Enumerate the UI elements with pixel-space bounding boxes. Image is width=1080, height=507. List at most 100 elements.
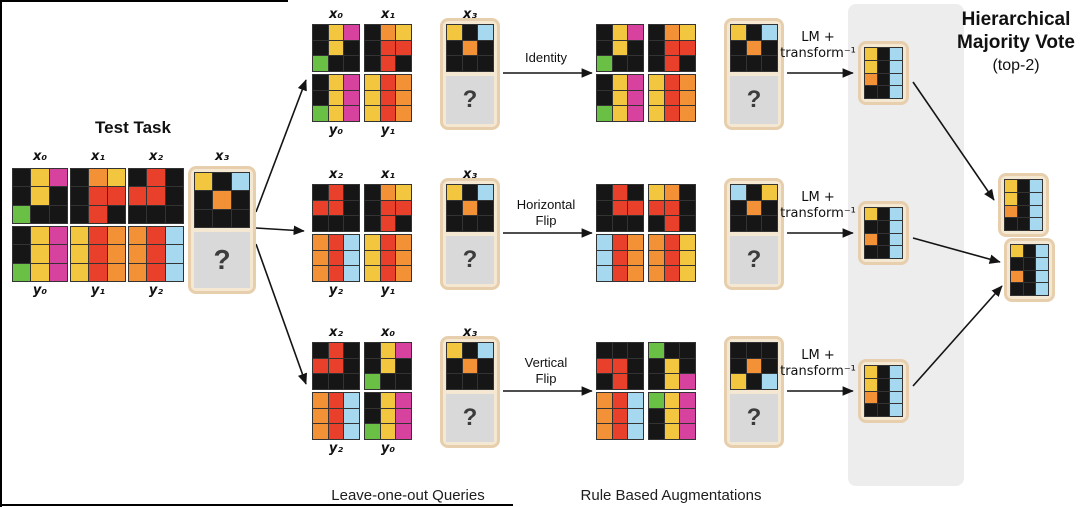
branch-arrow-2 bbox=[255, 225, 305, 236]
grid-cell bbox=[612, 374, 628, 389]
grid-cell bbox=[628, 343, 643, 358]
grid-cell bbox=[628, 56, 643, 71]
grid-cell bbox=[628, 358, 643, 374]
grid-cell bbox=[71, 187, 89, 205]
grid-cell bbox=[664, 25, 680, 40]
grid-cell bbox=[612, 358, 628, 374]
grid-cell bbox=[328, 106, 344, 121]
grid-cell bbox=[165, 169, 183, 187]
grid-cell bbox=[1030, 192, 1042, 205]
grid-cell bbox=[71, 227, 89, 245]
query-group-1: x₀ x₁ x₃ y₀ y₁ ? bbox=[312, 8, 502, 140]
grid-cell bbox=[365, 343, 380, 358]
grid-cell bbox=[129, 187, 147, 205]
grid-cell bbox=[1030, 180, 1042, 192]
grid-cell bbox=[890, 73, 902, 86]
transform-label-line: Horizontal bbox=[516, 197, 576, 212]
grid-cell bbox=[1011, 245, 1023, 257]
grid-cell bbox=[89, 205, 107, 223]
grid-cell bbox=[313, 40, 328, 56]
grid-cell bbox=[328, 408, 344, 424]
grid-cell bbox=[746, 40, 762, 56]
final-grid bbox=[1004, 179, 1043, 231]
input-grid bbox=[364, 184, 412, 232]
grid-cell bbox=[380, 56, 396, 71]
grid-cell bbox=[447, 358, 462, 374]
grid-cell bbox=[1011, 283, 1023, 295]
label-top-1: x₀ bbox=[380, 325, 396, 340]
lm-label-line: transform⁻¹ bbox=[780, 364, 856, 379]
grid-cell bbox=[649, 40, 664, 56]
grid-cell bbox=[313, 393, 328, 408]
grid-cell bbox=[628, 75, 643, 90]
grid-cell bbox=[597, 408, 612, 424]
input-grid bbox=[364, 342, 412, 390]
grid-cell bbox=[107, 205, 125, 223]
grid-cell bbox=[680, 185, 695, 200]
grid-cell bbox=[396, 374, 411, 389]
grid-cell bbox=[313, 25, 328, 40]
grid-x2 bbox=[128, 168, 184, 224]
grid-cell bbox=[597, 216, 612, 231]
grid-cell bbox=[649, 200, 664, 216]
grid-cell bbox=[344, 106, 359, 121]
grid-cell bbox=[396, 266, 411, 281]
label-bottom-0: y₂ bbox=[328, 441, 344, 456]
grid-cell bbox=[597, 235, 612, 250]
grid-cell bbox=[1005, 192, 1017, 205]
grid-cell bbox=[365, 75, 380, 90]
grid-cell bbox=[195, 173, 213, 191]
grid-cell bbox=[597, 374, 612, 389]
grid-cell bbox=[313, 358, 328, 374]
grid-cell bbox=[762, 40, 777, 56]
final-answer-1 bbox=[998, 173, 1049, 237]
query-group-3: x₂ x₀ x₃ y₂ y₀ ? bbox=[312, 326, 502, 458]
grid-cell bbox=[1005, 205, 1017, 218]
grid-cell bbox=[628, 106, 643, 121]
grid-cell bbox=[396, 185, 411, 200]
hmv-title-line1: Hierarchical bbox=[961, 9, 1071, 30]
grid-cell bbox=[344, 374, 359, 389]
grid-cell bbox=[344, 216, 359, 231]
grid-cell bbox=[877, 60, 890, 73]
grid-cell bbox=[877, 246, 890, 258]
figure-border-top bbox=[0, 0, 288, 2]
grid-cell bbox=[680, 25, 695, 40]
grid-cell bbox=[680, 56, 695, 71]
grid-cell bbox=[865, 220, 877, 233]
grid-cell bbox=[49, 263, 67, 281]
grid-cell bbox=[762, 358, 777, 374]
grid-cell bbox=[478, 374, 493, 389]
grid-cell bbox=[396, 40, 411, 56]
grid-cell bbox=[107, 263, 125, 281]
grid-cell bbox=[890, 220, 902, 233]
label-x2: x₂ bbox=[148, 149, 164, 164]
augmentation-group-2: ? bbox=[596, 168, 786, 300]
grid-cell bbox=[877, 208, 890, 220]
grid-cell bbox=[447, 216, 462, 231]
grid-cell bbox=[612, 75, 628, 90]
grid-cell bbox=[612, 185, 628, 200]
grid-cell bbox=[147, 187, 165, 205]
grid-cell bbox=[129, 227, 147, 245]
grid-cell bbox=[396, 75, 411, 90]
grid-cell bbox=[680, 408, 695, 424]
grid-cell bbox=[328, 266, 344, 281]
grid-cell bbox=[313, 75, 328, 90]
grid-cell bbox=[129, 169, 147, 187]
aug-output-grid bbox=[596, 74, 644, 122]
grid-cell bbox=[649, 374, 664, 389]
grid-cell bbox=[396, 235, 411, 250]
grid-cell bbox=[344, 408, 359, 424]
unknown-output-box: ? bbox=[730, 76, 778, 124]
grid-cell bbox=[328, 90, 344, 106]
grid-cell bbox=[396, 343, 411, 358]
grid-cell bbox=[165, 205, 183, 223]
grid-cell bbox=[762, 374, 777, 389]
grid-cell bbox=[147, 245, 165, 263]
grid-cell bbox=[213, 191, 231, 209]
query-panel: ? bbox=[724, 18, 784, 130]
grid-cell bbox=[49, 205, 67, 223]
grid-cell bbox=[680, 343, 695, 358]
grid-cell bbox=[628, 90, 643, 106]
